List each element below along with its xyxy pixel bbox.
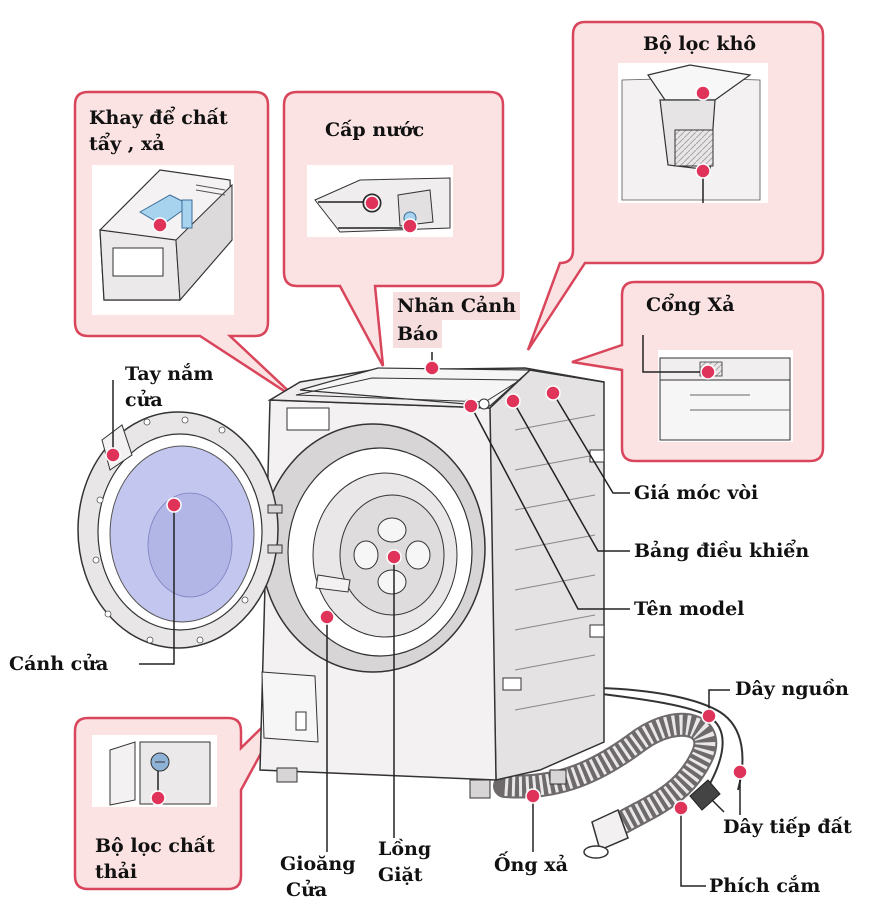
callout-detergent-tray	[73, 90, 299, 402]
callout-exhaust	[571, 280, 825, 463]
marker-drum	[386, 549, 402, 565]
label-warning-2: Báo	[393, 320, 443, 348]
label-door: Cánh cửa	[9, 653, 109, 675]
label-dry-filter: Bộ lọc khô	[643, 33, 757, 55]
label-drum-1: Lồng	[378, 838, 432, 860]
marker-warning-label	[424, 360, 440, 376]
power-cord	[599, 687, 744, 813]
label-door-seal-1: Gioăng	[280, 853, 356, 875]
marker-dry-filter-top	[695, 85, 711, 101]
marker-water-supply-2	[402, 218, 418, 234]
marker-exhaust	[700, 364, 716, 380]
marker-power-cord	[701, 708, 717, 724]
marker-control-panel	[505, 393, 521, 409]
label-door-handle-2: cửa	[125, 389, 163, 411]
label-door-handle-1: Tay nắm	[125, 363, 214, 385]
callout-dry-filter	[526, 20, 825, 351]
marker-waste-filter	[150, 790, 166, 806]
marker-model-name	[463, 398, 479, 414]
label-drain-hose: Ống xả	[494, 854, 568, 876]
door	[77, 411, 283, 649]
label-hose-hook: Giá móc vòi	[634, 482, 759, 504]
marker-detergent	[152, 217, 168, 233]
callout-markers	[105, 85, 748, 816]
marker-drain-hose	[525, 788, 541, 804]
label-waste-filter-1: Bộ lọc chất	[95, 835, 215, 857]
label-plug: Phích cắm	[709, 875, 821, 897]
label-detergent-tray-2: tẩy , xả	[89, 133, 165, 155]
marker-dry-filter	[695, 163, 711, 179]
label-control-panel: Bảng điều khiển	[634, 540, 810, 562]
label-drum-2: Giặt	[378, 864, 423, 886]
label-warning-1: Nhãn Cảnh	[393, 292, 520, 320]
label-ground-wire: Dây tiếp đất	[723, 816, 852, 838]
marker-ground-wire	[732, 764, 748, 780]
leader-lines	[112, 352, 741, 887]
label-power-cord: Dây nguồn	[733, 677, 851, 701]
label-model-name: Tên model	[634, 598, 745, 620]
label-detergent-tray-1: Khay để chất	[89, 107, 228, 129]
marker-door	[166, 497, 182, 513]
drain-hose	[493, 712, 718, 859]
callout-waste-filter	[73, 699, 292, 891]
label-exhaust: Cổng Xả	[646, 294, 735, 316]
marker-hose-hook	[545, 385, 561, 401]
marker-door-seal	[319, 609, 335, 625]
marker-plug	[673, 800, 689, 816]
label-door-seal-2: Cửa	[286, 879, 328, 901]
label-waste-filter-2: thải	[95, 861, 138, 883]
door-opening	[260, 423, 486, 673]
callout-water-supply	[282, 90, 505, 367]
label-water-supply: Cấp nước	[325, 119, 425, 141]
marker-door-handle	[105, 447, 121, 463]
marker-water-supply	[364, 195, 380, 211]
